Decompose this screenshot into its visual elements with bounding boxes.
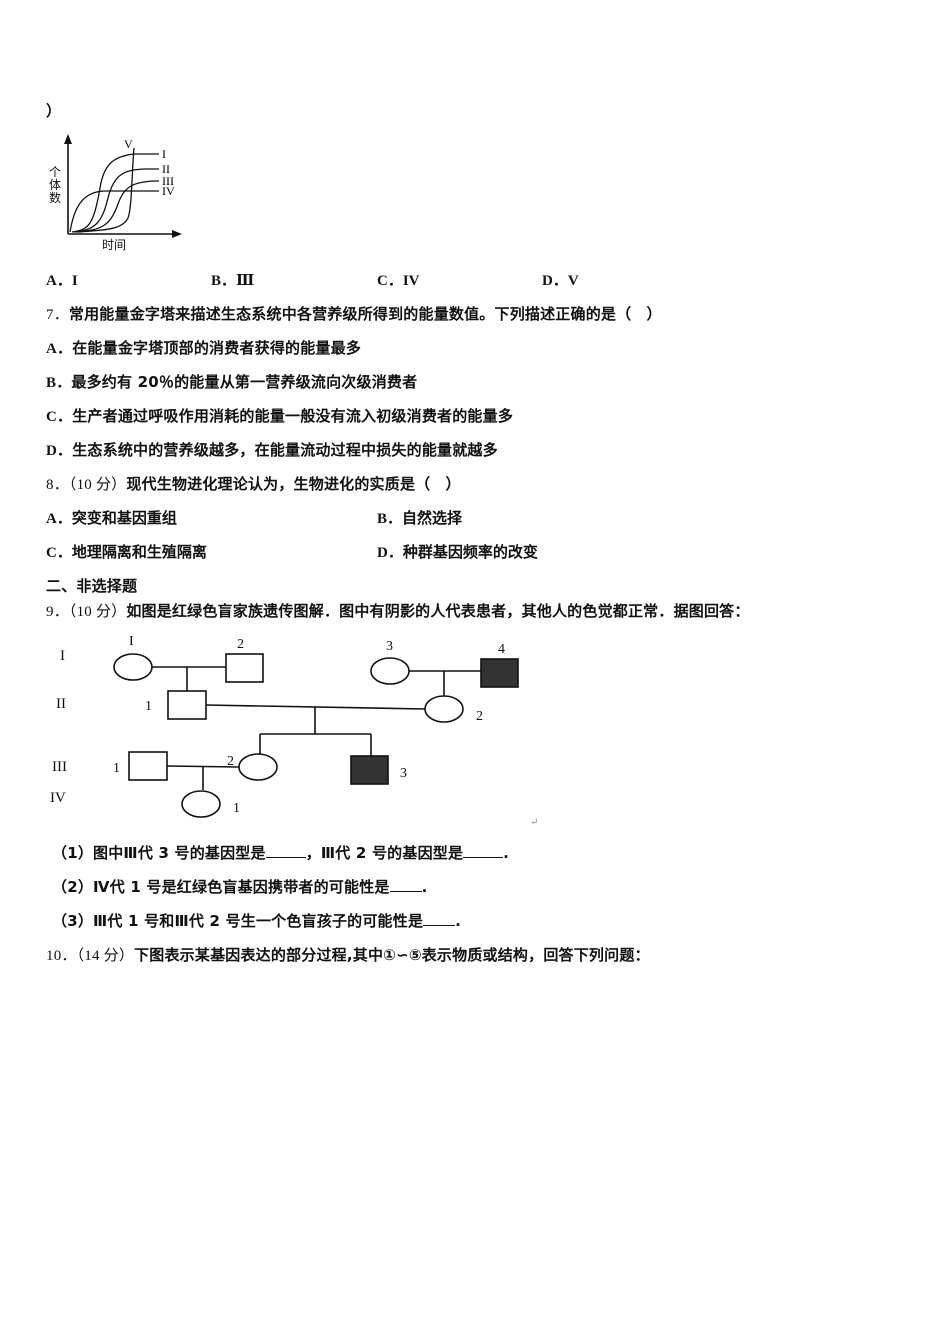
option-letter: C． (377, 273, 403, 289)
option-letter: A． (46, 273, 72, 289)
gen-label-i: I (60, 648, 65, 664)
q6-option-d[interactable]: D．V (542, 270, 579, 291)
option-letter: D． (542, 273, 568, 289)
y-label-char: 体 (48, 178, 61, 192)
answer-blank[interactable] (389, 877, 422, 892)
gen-label-iii: III (52, 759, 67, 775)
question-text: 常用能量金字塔来描述生态系统中各营养级所得到的能量数值。下列描述正确的是（ ） (68, 305, 662, 323)
option-text: 在能量金字塔顶部的消费者获得的能量最多 (72, 339, 362, 357)
question-number: 10． (46, 948, 77, 964)
label-iv1: 1 (233, 801, 240, 816)
q8-option-c[interactable]: C．地理隔离和生殖隔离 (46, 542, 207, 563)
label-i1: I (129, 634, 134, 649)
sub-question-text: （3）Ⅲ代 1 号和Ⅲ代 2 号生一个色盲孩子的可能性是 (52, 912, 424, 930)
option-text: 最多约有 20％的能量从第一营养级流向次级消费者 (71, 373, 418, 391)
question-number: 8． (46, 477, 69, 493)
curve-label-ii: II (162, 162, 170, 176)
q6-option-c[interactable]: C．IV (377, 270, 420, 291)
question-number: 9． (46, 604, 69, 620)
growth-curve-figure: V I II III IV 个 体 数 时间 (44, 128, 194, 256)
q7-option-a[interactable]: A．在能量金字塔顶部的消费者获得的能量最多 (46, 338, 361, 359)
question-number: 7． (46, 307, 69, 323)
q7-option-d[interactable]: D．生态系统中的营养级越多，在能量流动过程中损失的能量就越多 (46, 440, 498, 461)
q10-stem: 10．（14 分）下图表示某基因表达的部分过程,其中①∽⑤表示物质或结构，回答下… (46, 945, 650, 966)
label-i4: 4 (498, 642, 505, 657)
growth-curve-svg: V I II III IV (64, 134, 182, 238)
q8-option-d[interactable]: D．种群基因频率的改变 (377, 542, 538, 563)
option-text: 突变和基因重组 (71, 509, 177, 527)
q9-sub-1: （1）图中Ⅲ代 3 号的基因型是 ，Ⅲ代 2 号的基因型是. (52, 843, 509, 863)
option-letter: B． (211, 273, 237, 289)
option-text: 种群基因频率的改变 (402, 543, 538, 561)
curve-label-i: I (162, 147, 166, 161)
gen-label-iv: IV (50, 790, 66, 806)
q9-sub-3: （3）Ⅲ代 1 号和Ⅲ代 2 号生一个色盲孩子的可能性是. (52, 911, 461, 931)
option-letter: B． (46, 375, 72, 391)
option-letter: B． (377, 511, 403, 527)
gen-label-ii: II (56, 696, 66, 712)
q8-option-b[interactable]: B．自然选择 (377, 508, 462, 529)
sub-question-text: （1）图中Ⅲ代 3 号的基因型是 (52, 844, 266, 862)
answer-blank[interactable] (423, 911, 456, 926)
question-score: （10 分） (68, 477, 127, 493)
q6-option-a[interactable]: A．I (46, 270, 78, 291)
q7-stem: 7．常用能量金字塔来描述生态系统中各营养级所得到的能量数值。下列描述正确的是（ … (46, 304, 662, 325)
option-text: 地理隔离和生殖隔离 (71, 543, 207, 561)
question-score: （10 分） (68, 604, 127, 620)
y-label-char: 个 (48, 165, 61, 179)
option-letter: A． (46, 511, 72, 527)
q7-option-c[interactable]: C．生产者通过呼吸作用消耗的能量一般没有流入初级消费者的能量多 (46, 406, 513, 427)
sub-question-suffix: . (421, 878, 428, 896)
option-text: Ⅲ (236, 273, 255, 289)
pedigree-svg: I II III IV I 2 3 4 1 2 1 2 3 1 ↵ (50, 634, 538, 828)
option-text: 生产者通过呼吸作用消耗的能量一般没有流入初级消费者的能量多 (72, 407, 514, 425)
q8-stem: 8．（10 分）现代生物进化理论认为，生物进化的实质是（ ） (46, 474, 461, 495)
answer-blank[interactable] (265, 843, 306, 858)
curve-label-iii: III (162, 174, 174, 188)
sub-question-suffix: . (503, 844, 510, 862)
q6-option-b[interactable]: B．Ⅲ (211, 270, 254, 291)
sub-question-text: ，Ⅲ代 2 号的基因型是 (305, 844, 464, 862)
option-letter: A． (46, 341, 73, 357)
x-axis-label: 时间 (102, 238, 127, 252)
answer-blank[interactable] (463, 843, 504, 858)
curve-label-v: V (124, 137, 133, 151)
return-mark-icon: ↵ (530, 817, 538, 828)
q9-sub-2: （2）Ⅳ代 1 号是红绿色盲基因携带者的可能性是. (52, 877, 428, 897)
sub-question-text: （2）Ⅳ代 1 号是红绿色盲基因携带者的可能性是 (52, 878, 390, 896)
label-iii2: 2 (227, 754, 234, 769)
question-score: （14 分） (76, 948, 135, 964)
label-ii2: 2 (476, 709, 483, 724)
question-text: 现代生物进化理论认为，生物进化的实质是（ ） (126, 475, 461, 493)
label-i3: 3 (386, 639, 393, 654)
label-iii1: 1 (113, 761, 120, 776)
option-letter: D． (46, 443, 73, 459)
option-text: V (567, 273, 579, 289)
y-axis-label: 个 体 数 (48, 166, 62, 205)
label-ii1: 1 (145, 699, 152, 714)
label-i2: 2 (237, 637, 244, 652)
option-text: 自然选择 (402, 509, 463, 527)
section-title: 二、非选择题 (46, 577, 138, 595)
y-label-char: 数 (48, 191, 61, 205)
curve-label-iv: IV (162, 184, 175, 198)
sub-question-suffix: . (455, 912, 462, 930)
q7-option-b[interactable]: B．最多约有 20％的能量从第一营养级流向次级消费者 (46, 372, 417, 393)
q9-stem: 9．（10 分）如图是红绿色盲家族遗传图解．图中有阴影的人代表患者，其他人的色觉… (46, 601, 750, 622)
question-text: 下图表示某基因表达的部分过程,其中①∽⑤表示物质或结构，回答下列问题： (134, 946, 650, 964)
option-letter: C． (46, 409, 73, 425)
label-iii3: 3 (400, 766, 407, 781)
option-text: 生态系统中的营养级越多，在能量流动过程中损失的能量就越多 (72, 441, 498, 459)
q6-paren-tail: ） (46, 102, 62, 120)
option-letter: D． (377, 545, 403, 561)
option-text: I (71, 273, 78, 289)
option-text: IV (402, 273, 420, 289)
question-text: 如图是红绿色盲家族遗传图解．图中有阴影的人代表患者，其他人的色觉都正常．据图回答… (126, 602, 750, 620)
option-letter: C． (46, 545, 72, 561)
q8-option-a[interactable]: A．突变和基因重组 (46, 508, 177, 529)
pedigree-chart: I II III IV I 2 3 4 1 2 1 2 3 1 ↵ (40, 630, 550, 830)
